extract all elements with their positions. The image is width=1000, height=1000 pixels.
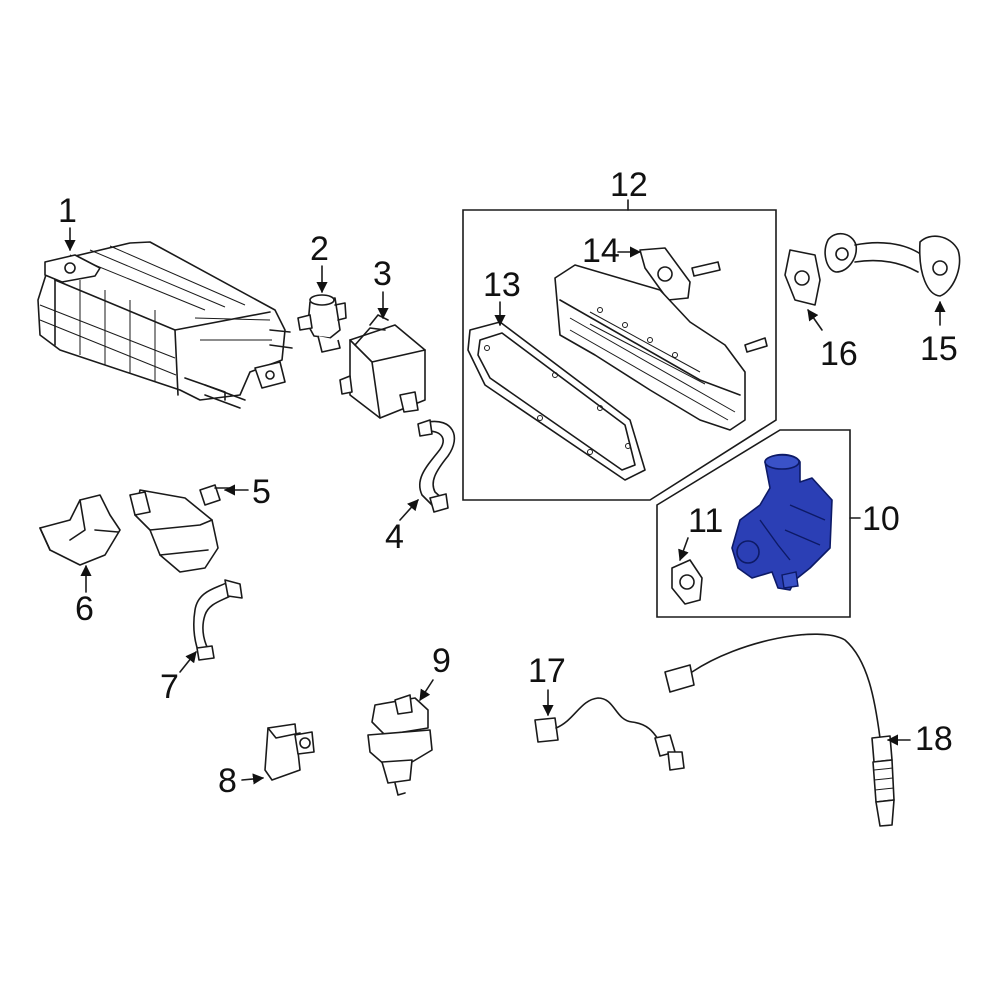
part-17-sensor[interactable] bbox=[534, 697, 685, 771]
callout-13: 13 bbox=[483, 266, 521, 327]
svg-text:18: 18 bbox=[915, 720, 953, 758]
part-4-hose[interactable] bbox=[417, 419, 456, 513]
callout-18: 18 bbox=[886, 720, 953, 758]
svg-text:5: 5 bbox=[252, 473, 271, 511]
callout-1: 1 bbox=[58, 192, 77, 252]
callout-5: 5 bbox=[223, 473, 271, 511]
callout-3: 3 bbox=[373, 255, 392, 320]
part-14-gasket[interactable] bbox=[639, 247, 691, 301]
callout-7: 7 bbox=[160, 651, 197, 706]
svg-text:6: 6 bbox=[75, 590, 94, 628]
part-3-filter[interactable] bbox=[339, 314, 426, 419]
callout-15: 15 bbox=[920, 300, 958, 368]
part-7-hose[interactable] bbox=[193, 579, 243, 661]
svg-text:15: 15 bbox=[920, 330, 958, 368]
callout-12: 12 bbox=[610, 166, 648, 211]
part-10-egr-valve[interactable] bbox=[731, 453, 833, 591]
svg-text:3: 3 bbox=[373, 255, 392, 293]
part-1-canister[interactable] bbox=[37, 241, 293, 409]
svg-text:14: 14 bbox=[582, 232, 620, 270]
callout-14: 14 bbox=[582, 232, 642, 270]
callout-4: 4 bbox=[385, 499, 419, 556]
part-2-purge-valve[interactable] bbox=[297, 294, 347, 353]
callout-6: 6 bbox=[75, 564, 94, 628]
part-9-actuator[interactable] bbox=[367, 694, 433, 796]
svg-text:16: 16 bbox=[820, 335, 858, 373]
svg-text:12: 12 bbox=[610, 166, 648, 204]
egr-cooler[interactable] bbox=[554, 261, 768, 431]
callout-8: 8 bbox=[218, 762, 265, 800]
svg-text:10: 10 bbox=[862, 500, 900, 538]
group-box-10 bbox=[656, 429, 851, 618]
part-11-gasket[interactable] bbox=[671, 559, 703, 605]
callout-9: 9 bbox=[419, 642, 451, 701]
part-16-gasket[interactable] bbox=[784, 249, 821, 306]
svg-text:4: 4 bbox=[385, 518, 404, 556]
callout-10: 10 bbox=[849, 500, 900, 538]
callout-17: 17 bbox=[528, 652, 566, 717]
part-13-gasket[interactable] bbox=[467, 321, 646, 481]
svg-text:1: 1 bbox=[58, 192, 77, 230]
svg-text:8: 8 bbox=[218, 762, 237, 800]
svg-text:9: 9 bbox=[432, 642, 451, 680]
part-18-o2-sensor[interactable] bbox=[664, 633, 895, 827]
part-5-valve[interactable] bbox=[129, 484, 231, 573]
callout-2: 2 bbox=[310, 230, 329, 294]
svg-text:13: 13 bbox=[483, 266, 521, 304]
svg-text:7: 7 bbox=[160, 668, 179, 706]
part-8-sensor[interactable] bbox=[264, 723, 315, 781]
group-box-12 bbox=[462, 209, 777, 501]
svg-text:2: 2 bbox=[310, 230, 329, 268]
svg-text:17: 17 bbox=[528, 652, 566, 690]
part-6-bracket[interactable] bbox=[39, 494, 121, 566]
callout-11: 11 bbox=[678, 502, 723, 562]
callout-16: 16 bbox=[807, 309, 858, 373]
part-15-pipe[interactable] bbox=[824, 232, 961, 297]
svg-text:11: 11 bbox=[688, 502, 723, 540]
